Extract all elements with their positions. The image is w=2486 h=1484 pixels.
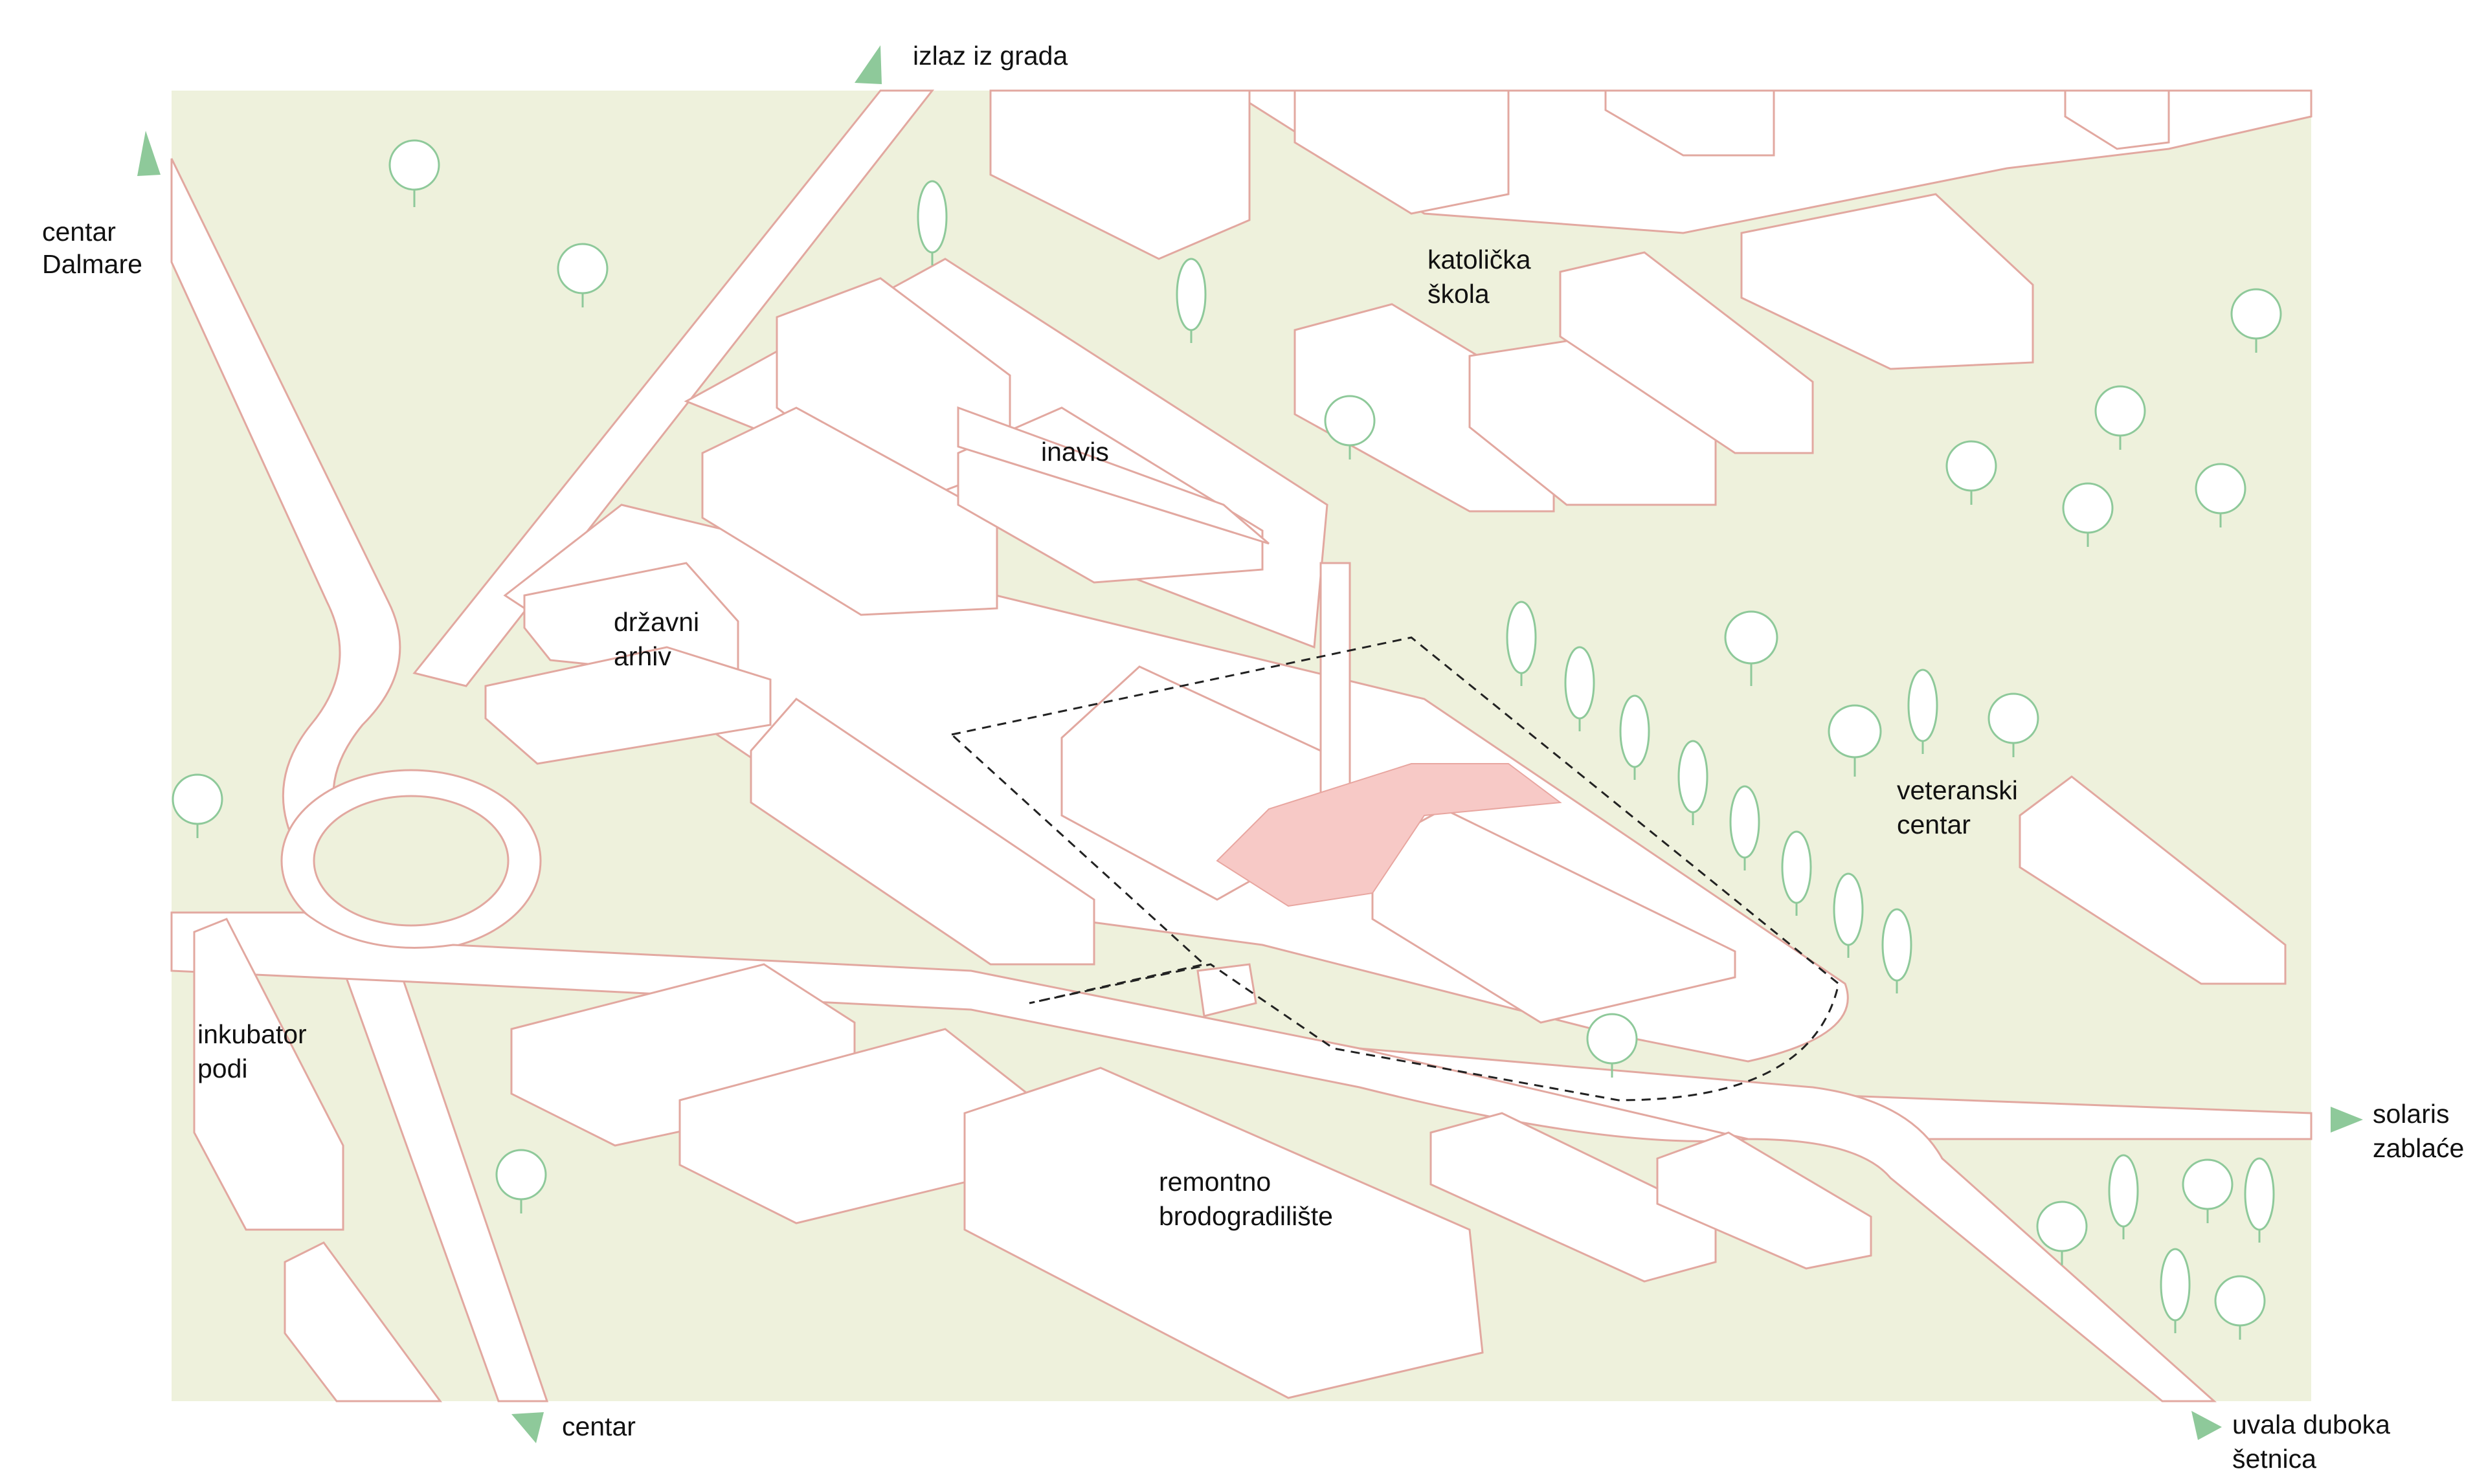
direction-arrow-icon (511, 1412, 544, 1443)
highlighted-area (1216, 763, 1562, 907)
tree-icon (1586, 1013, 1638, 1078)
label-katolicka-skola-2: škola (1428, 279, 1490, 309)
label-drzavni-arhiv-2: arhiv (614, 641, 671, 671)
tree-icon (1828, 704, 1882, 777)
tree-icon (2195, 463, 2246, 527)
tree-icon (2182, 1158, 2234, 1223)
label-drzavni-arhiv-1: državni (614, 607, 699, 637)
label-solaris-1: solaris (2373, 1099, 2449, 1129)
tree-icon (2036, 1201, 2088, 1265)
site-boundary (949, 636, 1840, 1102)
label-centar-dalmare-1: centar (42, 217, 116, 247)
label-inkubator-podi-1: inkubator (197, 1019, 307, 1049)
label-katolicka-skola-1: katolička (1428, 245, 1531, 274)
roundabout-island (313, 795, 510, 927)
label-inavis: inavis (1041, 437, 1109, 467)
label-izlaz-iz-grada: izlaz iz grada (913, 41, 1068, 71)
label-uvala-1: uvala duboka (2232, 1410, 2390, 1439)
tree-icon (2214, 1275, 2266, 1340)
tree-icon (1729, 785, 1760, 870)
label-veteranski-centar-1: veteranski (1897, 775, 2018, 805)
tree-icon (1176, 258, 1207, 343)
label-solaris-2: zablaće (2373, 1133, 2464, 1163)
tree-icon (1677, 740, 1708, 825)
direction-arrow-icon (2331, 1107, 2363, 1133)
tree-icon (1324, 395, 1376, 460)
direction-arrow-icon (2191, 1411, 2222, 1440)
label-remontno-1: remontno (1159, 1167, 1271, 1197)
tree-icon (1506, 601, 1537, 686)
tree-icon (2094, 385, 2146, 450)
tree-icon (2108, 1154, 2139, 1239)
tree-icon (1724, 610, 1778, 686)
tree-icon (2230, 288, 2282, 353)
tree-icon (2160, 1248, 2191, 1333)
buildings (193, 89, 2287, 1402)
tree-icon (1945, 440, 1997, 505)
chimney (1319, 562, 1351, 797)
tree-icon (172, 773, 223, 838)
trees (172, 139, 2282, 1340)
tree-icon (495, 1149, 547, 1213)
map-labels: izlaz iz grada centar Dalmare katolička … (42, 41, 2464, 1474)
tree-icon (1907, 669, 1938, 754)
direction-arrows (137, 45, 2363, 1443)
tree-icon (1564, 646, 1595, 731)
label-remontno-2: brodogradilište (1159, 1201, 1333, 1231)
tree-icon (1988, 692, 2039, 757)
direction-arrow-icon (855, 45, 882, 84)
label-centar-dalmare-2: Dalmare (42, 249, 142, 279)
tree-icon (1781, 830, 1812, 916)
tree-icon (388, 139, 440, 207)
tree-icon (557, 243, 609, 307)
direction-arrow-icon (137, 131, 161, 176)
tree-icon (2244, 1157, 2275, 1243)
label-veteranski-centar-2: centar (1897, 810, 1971, 839)
tree-icon (1833, 872, 1864, 958)
label-uvala-2: šetnica (2232, 1444, 2316, 1474)
tree-icon (1619, 694, 1650, 780)
tree-icon (2062, 482, 2114, 547)
tree-icon (1881, 908, 1912, 993)
label-inkubator-podi-2: podi (197, 1054, 248, 1083)
label-centar: centar (562, 1412, 636, 1441)
tree-icon (917, 180, 948, 265)
